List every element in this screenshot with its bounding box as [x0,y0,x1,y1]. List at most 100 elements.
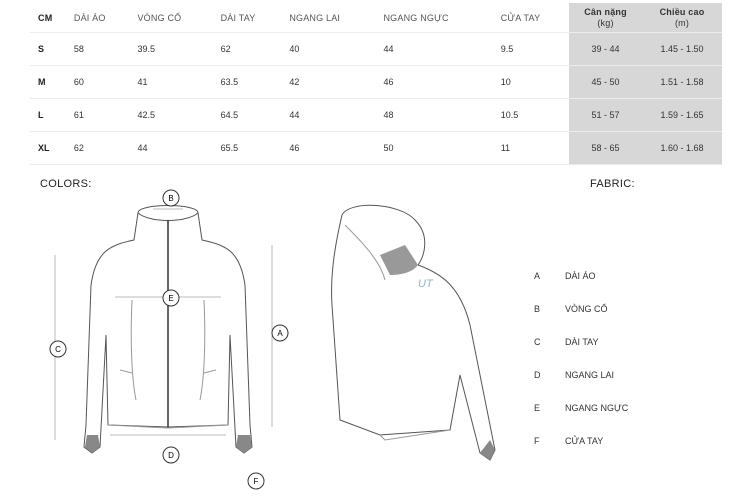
legend-item: B VÒNG CỔ [534,304,628,337]
table-cell: 44 [375,32,493,66]
legend-label: NGANG NGỰC [565,403,629,413]
height-cell: 1.45 - 1.50 [642,32,722,66]
pocket-lines [119,369,217,374]
legend-item: D NGANG LAI [534,370,628,403]
table-cell: 48 [375,98,493,132]
table-cell: 46 [281,131,376,165]
hood-shading [380,245,418,275]
table-cell: 42 [281,65,376,99]
legend-label: CỬA TAY [565,436,604,446]
table-row: L 61 42.5 64.5 44 48 10.5 51 - 57 1.59 -… [30,98,722,132]
table-cell: 44 [129,131,213,165]
marker-a-label: A [277,329,283,338]
header-sleeve-length: DÀI TAY [212,3,282,33]
marker-f [247,472,265,490]
legend-label: DÀI ÁO [565,271,596,281]
measurement-markers: B C E A D F [49,189,289,490]
back-cuff [480,440,495,460]
header-height-unit: (m) [674,17,690,28]
size-label: S [30,32,66,66]
brand-logo: UT [418,278,434,290]
colors-label: COLORS: [40,178,92,190]
table-cell: 60 [65,65,130,99]
header-chest-width: NGANG NGỰC [375,3,493,33]
table-cell: 50 [375,131,493,165]
table-cell: 63.5 [212,65,282,99]
marker-e [162,289,180,307]
marker-f-label: F [254,477,259,486]
table-row: M 60 41 63.5 42 46 10 45 - 50 1.51 - 1.5… [30,65,722,99]
header-weight-unit: (kg) [597,17,614,28]
marker-c [49,340,67,358]
table-cell: 40 [281,32,376,66]
table-cell: 39.5 [129,32,213,66]
table-cell: 42.5 [129,98,213,132]
hood-seam [344,224,386,281]
height-cell: 1.60 - 1.68 [642,131,722,165]
table-cell: 44 [281,98,376,132]
measurement-guides [54,208,273,440]
table-cell: 41 [129,65,213,99]
fabric-label: FABRIC: [590,178,635,190]
header-weight: Cân nặng (kg) [569,3,642,33]
legend-label: DÀI TAY [565,337,599,347]
marker-c-label: C [55,345,61,354]
header-cuff: CỬA TAY [492,3,569,33]
front-jacket-drawing [83,205,253,454]
legend-item: C DÀI TAY [534,337,628,370]
header-cm: CM [30,3,66,33]
header-body-length: DÀI ÁO [65,3,130,33]
weight-cell: 51 - 57 [569,98,642,132]
table-cell: 65.5 [212,131,282,165]
table-cell: 10 [492,65,569,99]
measurement-legend: A DÀI ÁO B VÒNG CỔ C DÀI TAY D NGANG LAI… [534,271,628,469]
size-table: CM DÀI ÁO VÒNG CỔ DÀI TAY NGANG LAI NGAN… [30,3,722,165]
table-cell: 9.5 [492,32,569,66]
marker-e-label: E [168,294,173,303]
table-cell: 11 [492,131,569,165]
marker-b [162,189,180,207]
height-cell: 1.51 - 1.58 [642,65,722,99]
legend-letter: E [534,403,541,413]
legend-item: E NGANG NGỰC [534,403,628,436]
legend-item: A DÀI ÁO [534,271,628,304]
header-height-title: Chiều cao [659,6,705,17]
legend-item: F CỬA TAY [534,436,628,469]
legend-label: NGANG LAI [565,370,615,380]
front-right-cuff [236,435,252,453]
size-label: XL [30,131,66,165]
table-cell: 46 [375,65,493,99]
marker-a [271,324,289,342]
front-jacket-outline [83,205,253,454]
legend-letter: B [534,304,541,314]
weight-cell: 39 - 44 [569,32,642,66]
header-height: Chiều cao (m) [642,3,722,33]
back-jacket-outline [331,204,496,461]
front-seam-lines [130,299,206,401]
marker-d-label: D [168,451,174,460]
table-cell: 61 [65,98,130,132]
table-row: S 58 39.5 62 40 44 9.5 39 - 44 1.45 - 1.… [30,32,722,66]
table-cell: 58 [65,32,130,66]
size-label: M [30,65,66,99]
height-cell: 1.59 - 1.65 [642,98,722,132]
header-neck: VÒNG CỔ [129,3,213,33]
legend-letter: F [534,436,540,446]
legend-letter: A [534,271,541,281]
front-left-cuff [85,435,100,453]
header-weight-title: Cân nặng [584,6,627,17]
marker-d [162,446,180,464]
table-cell: 62 [65,131,130,165]
legend-letter: C [534,337,541,347]
table-cell: 62 [212,32,282,66]
legend-label: VÒNG CỔ [565,304,608,314]
table-row: XL 62 44 65.5 46 50 11 58 - 65 1.60 - 1.… [30,131,722,165]
table-cell: 10.5 [492,98,569,132]
weight-cell: 45 - 50 [569,65,642,99]
legend-letter: D [534,370,541,380]
table-cell: 64.5 [212,98,282,132]
table-header-row: CM DÀI ÁO VÒNG CỔ DÀI TAY NGANG LAI NGAN… [30,3,722,33]
size-label: L [30,98,66,132]
weight-cell: 58 - 65 [569,131,642,165]
back-jacket-drawing [331,204,496,461]
